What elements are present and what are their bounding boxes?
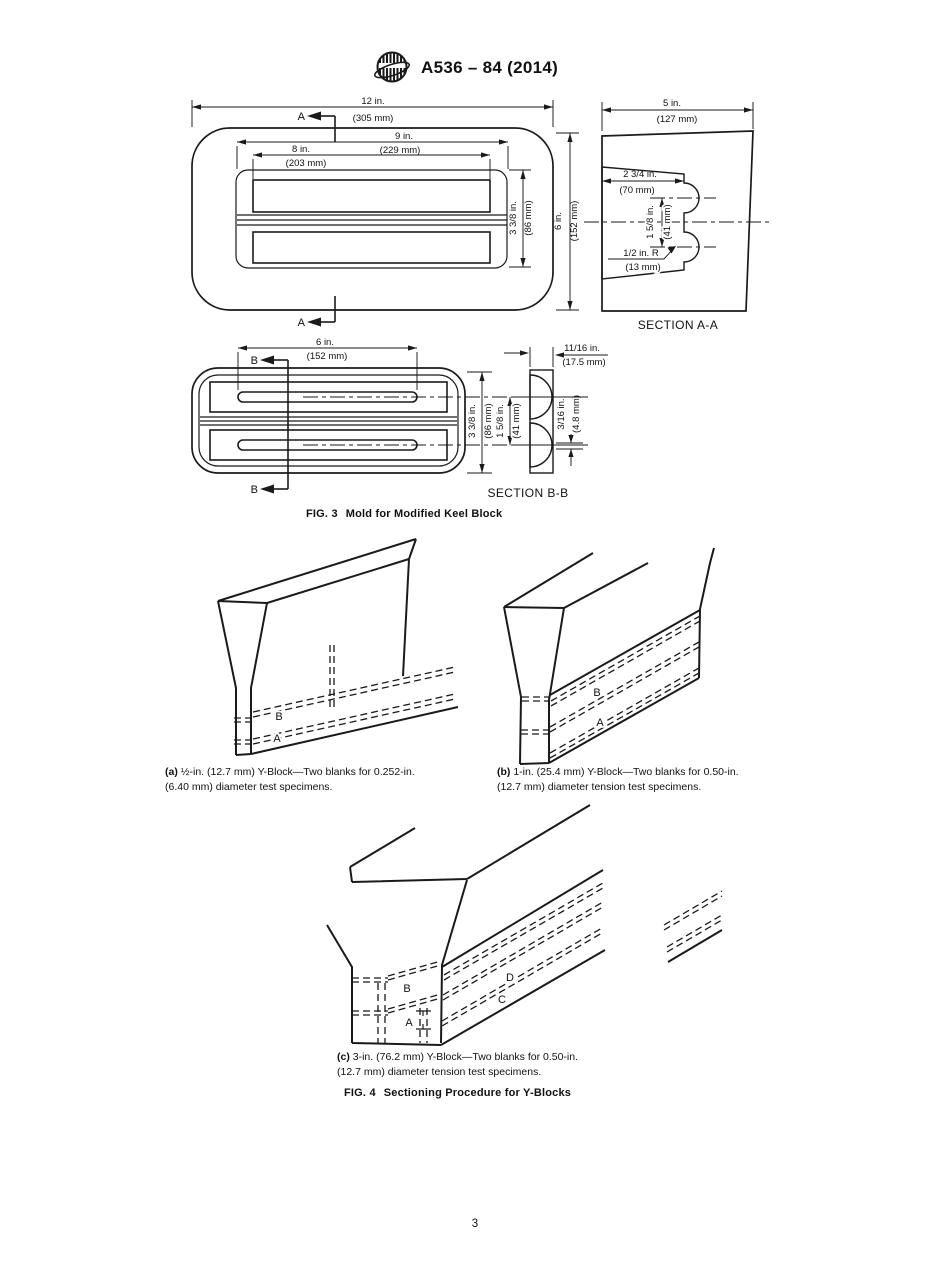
fig3-section-aa: 5 in. (127 mm) 2 3/4 in. (70 mm) 1 5/8 i… — [584, 98, 770, 332]
caption-c-prefix: (c) — [337, 1051, 350, 1063]
fig4-label: FIG. 4 — [344, 1087, 376, 1099]
caption-block-a: (a) ½-in. (12.7 mm) Y-Block—Two blanks f… — [165, 765, 465, 794]
dim-8in: 8 in. — [292, 144, 310, 155]
page-number: 3 — [471, 1218, 479, 1230]
blank-label-a-b: A — [596, 717, 604, 729]
caption-c-line2: (12.7 mm) diameter tension test specimen… — [337, 1065, 542, 1078]
blank-label-b-c: B — [403, 983, 410, 995]
dim-12in: 12 in. — [361, 96, 384, 107]
caption-b-prefix: (b) — [497, 766, 511, 778]
fig4-caption-text: Sectioning Procedure for Y-Blocks — [383, 1087, 572, 1099]
caption-b-line2: (12.7 mm) diameter tension test specimen… — [497, 780, 702, 793]
fig3-caption-text: Mold for Modified Keel Block — [345, 508, 503, 520]
dim-6in-slot: 6 in. — [316, 337, 334, 348]
dim-338in-mm: (86 mm) — [523, 200, 534, 235]
fig4-caption: FIG. 4 Sectioning Procedure for Y-Blocks — [344, 1087, 571, 1099]
caption-block-c: (c) 3-in. (76.2 mm) Y-Block—Two blanks f… — [337, 1050, 627, 1079]
blank-label-a-c: A — [405, 1017, 413, 1029]
dim-338in-b: 3 3/8 in. — [467, 404, 478, 438]
caption-a-line2: (6.40 mm) diameter test specimens. — [165, 780, 333, 793]
dim-9in-mm: (229 mm) — [380, 145, 421, 156]
fig3-plan-bottom: 6 in. (152 mm) B B — [191, 337, 588, 498]
fig4-yblock-b: B A — [503, 547, 715, 765]
astm-logo-icon — [373, 48, 412, 88]
section-bb-label: SECTION B-B — [487, 486, 568, 500]
cut-label-a-top: A — [298, 111, 306, 123]
dim-12in-mm: (305 mm) — [353, 113, 394, 124]
dim-5in-mm: (127 mm) — [657, 114, 698, 125]
fig3-label: FIG. 3 — [306, 508, 338, 520]
dim-158in-aa-mm: (41 mm) — [662, 204, 673, 239]
blank-label-d-c: D — [506, 972, 514, 984]
cut-label-a-bottom: A — [298, 317, 306, 329]
caption-block-b: (b) 1-in. (25.4 mm) Y-Block—Two blanks f… — [497, 765, 807, 794]
dim-1116in: 11/16 in. — [564, 343, 600, 354]
blank-label-b-a: B — [275, 711, 282, 723]
blank-label-b-b: B — [593, 687, 600, 699]
caption-b-line1: 1-in. (25.4 mm) Y-Block—Two blanks for 0… — [510, 766, 739, 778]
caption-a-line1: ½-in. (12.7 mm) Y-Block—Two blanks for 0… — [177, 766, 415, 778]
fig3-section-bb: 11/16 in. (17.5 mm) 3/16 in. (4.8 mm) SE… — [487, 343, 608, 500]
dim-316in: 3/16 in. — [556, 398, 567, 429]
dim-158in-b-mm: (41 mm) — [511, 403, 522, 438]
document-title: A536 – 84 (2014) — [421, 58, 559, 77]
blank-label-a-a: A — [273, 733, 281, 745]
dim-6in-slot-mm: (152 mm) — [307, 351, 348, 362]
fig4-yblock-c: B A D C — [326, 804, 723, 1046]
dim-338in-b-mm: (86 mm) — [483, 403, 494, 438]
dim-halfR-mm: (13 mm) — [625, 262, 660, 273]
fig3-plan-top: 12 in. (305 mm) 9 in. (229 mm) 8 in. (20… — [191, 96, 580, 331]
dim-338in: 3 3/8 in. — [508, 201, 519, 235]
dim-1116in-mm: (17.5 mm) — [562, 357, 605, 368]
caption-c-line1: 3-in. (76.2 mm) Y-Block—Two blanks for 0… — [349, 1051, 579, 1063]
dim-6in-h: 6 in. — [553, 212, 564, 230]
dim-9in: 9 in. — [395, 131, 413, 142]
dim-158in-aa: 1 5/8 in. — [645, 205, 656, 239]
cut-label-b-bottom: B — [251, 484, 258, 496]
dim-158in-b: 1 5/8 in. — [495, 404, 506, 438]
dim-234in-mm: (70 mm) — [619, 185, 654, 196]
section-aa-label: SECTION A-A — [638, 318, 718, 332]
caption-a-prefix: (a) — [165, 766, 178, 778]
cut-label-b-top: B — [251, 355, 258, 367]
dim-234in: 2 3/4 in. — [623, 169, 657, 180]
dim-halfR: 1/2 in. R — [623, 248, 659, 259]
dim-5in: 5 in. — [663, 98, 681, 109]
dim-8in-mm: (203 mm) — [286, 158, 327, 169]
blank-label-c-c: C — [498, 994, 506, 1006]
dim-6in-h-mm: (152 mm) — [569, 201, 580, 242]
dim-316in-mm: (4.8 mm) — [571, 395, 582, 433]
fig3-caption: FIG. 3 Mold for Modified Keel Block — [306, 508, 502, 520]
fig4-yblock-a: B A — [217, 538, 459, 756]
